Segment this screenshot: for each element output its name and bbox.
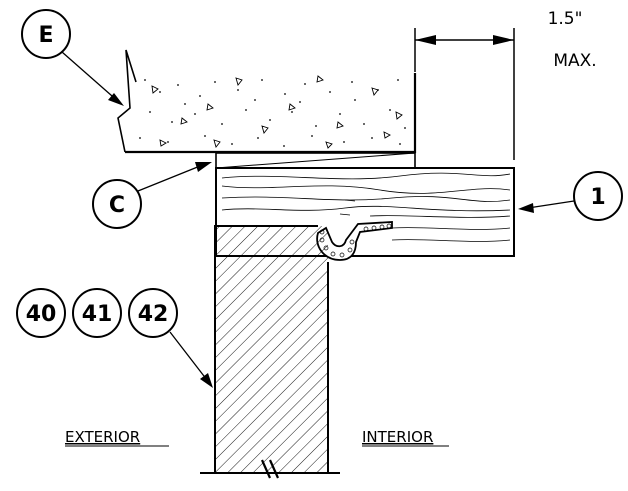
- callout-e: [21, 9, 124, 106]
- callout-40-label: 40: [26, 302, 57, 327]
- callout-c: [92, 162, 212, 229]
- break-mark: [260, 459, 280, 479]
- callout-42-label: 42: [138, 302, 169, 327]
- interior-label: INTERIOR: [362, 428, 433, 446]
- dimension-value: 1.5": [548, 9, 583, 29]
- callout-c-label: C: [109, 193, 125, 218]
- dimension-line: [414, 28, 515, 160]
- callout-e-label: E: [38, 23, 53, 48]
- callout-group-40-41-42: [16, 288, 213, 388]
- dimension-max-label: MAX.: [553, 51, 596, 71]
- masonry-wall: [200, 225, 340, 474]
- concrete-slab: [117, 49, 417, 154]
- shim-pad: [215, 152, 416, 169]
- callout-1: [518, 171, 623, 221]
- callout-1-label: 1: [590, 185, 605, 210]
- exterior-label: EXTERIOR: [65, 428, 140, 446]
- callout-41-label: 41: [82, 302, 113, 327]
